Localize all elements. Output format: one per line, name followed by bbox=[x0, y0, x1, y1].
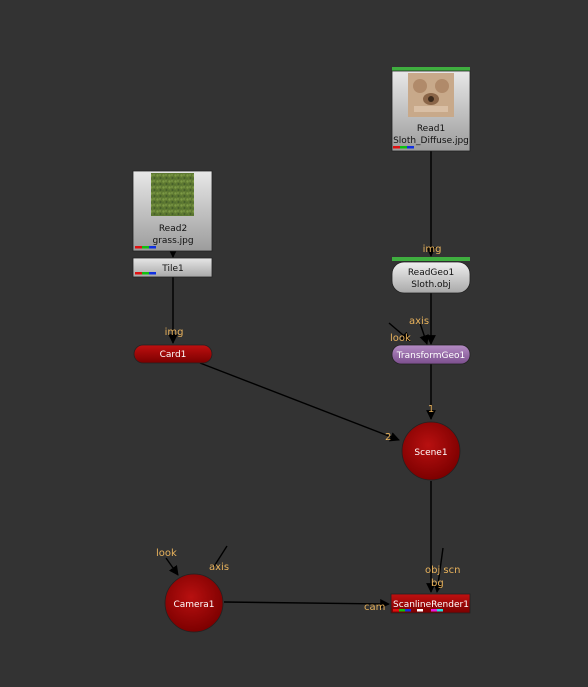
edge-camera-axis-stub[interactable] bbox=[212, 545, 228, 569]
scene1-input2-pin-label: 2 bbox=[385, 432, 391, 443]
camera1-name: Camera1 bbox=[173, 600, 214, 610]
read2-channel-swatches bbox=[135, 246, 156, 249]
read1-status-bar bbox=[392, 67, 470, 71]
camera1-axis-pin-label: axis bbox=[209, 562, 229, 573]
transformgeo1-body bbox=[391, 344, 471, 365]
scanlinerender1-name: ScanlineRender1 bbox=[393, 600, 469, 610]
scene1-node[interactable]: Scene1 bbox=[401, 421, 461, 481]
transformgeo1-node[interactable]: TransformGeo1 bbox=[391, 344, 471, 365]
scene1-input1-pin-label: 1 bbox=[428, 404, 434, 415]
camera1-body bbox=[164, 573, 224, 633]
transformgeo1-axis-pin-label: axis bbox=[409, 316, 429, 327]
readgeo1-body bbox=[391, 261, 471, 294]
card1-body bbox=[133, 344, 213, 364]
transformgeo1-look-pin-label: look bbox=[390, 333, 411, 344]
sloth-texture-thumbnail bbox=[408, 73, 454, 117]
scanlinerender1-node[interactable]: ScanlineRender1 bbox=[390, 593, 471, 614]
read2-node[interactable]: Read2 grass.jpg bbox=[132, 170, 213, 252]
edge-camera-look-stub[interactable] bbox=[165, 557, 179, 576]
read1-file: Sloth_Diffuse.jpg bbox=[393, 136, 469, 146]
grass-texture-thumbnail bbox=[151, 173, 194, 216]
card1-img-pin-label: img bbox=[165, 327, 184, 338]
camera1-node[interactable]: Camera1 bbox=[164, 573, 224, 633]
scanlinerender1-channel-swatches bbox=[393, 609, 443, 612]
edges bbox=[165, 151, 444, 609]
read2-name: Read2 bbox=[159, 224, 187, 234]
edge-transform-axis-stub[interactable] bbox=[419, 322, 429, 345]
scene1-body bbox=[401, 421, 461, 481]
readgeo1-name: ReadGeo1 bbox=[408, 268, 454, 278]
readgeo1-status-bar bbox=[392, 257, 470, 261]
read1-node[interactable]: Read1 Sloth_Diffuse.jpg bbox=[391, 67, 471, 152]
scene1-name: Scene1 bbox=[414, 448, 447, 458]
edge-transform-look-stub[interactable] bbox=[388, 322, 411, 342]
card1-node[interactable]: Card1 bbox=[133, 344, 213, 364]
tile1-channel-swatches bbox=[135, 272, 156, 275]
read1-name: Read1 bbox=[417, 124, 445, 134]
camera1-look-pin-label: look bbox=[156, 548, 177, 559]
readgeo1-file: Sloth.obj bbox=[411, 280, 451, 290]
scanlinerender1-obj-scn-pin-label: obj scn bbox=[425, 565, 460, 576]
tile1-node[interactable]: Tile1 bbox=[132, 257, 213, 278]
scanlinerender1-bg-pin-label: bg bbox=[431, 578, 444, 589]
read1-channel-swatches bbox=[393, 146, 414, 149]
scanlinerender1-body bbox=[390, 593, 471, 614]
read2-file: grass.jpg bbox=[152, 236, 193, 246]
tile1-name: Tile1 bbox=[161, 264, 184, 274]
readgeo1-node[interactable]: ReadGeo1 Sloth.obj bbox=[391, 257, 471, 294]
card1-name: Card1 bbox=[160, 350, 187, 360]
readgeo1-img-pin-label: img bbox=[423, 244, 442, 255]
pin-labels: img img axis look 1 2 look axis obj scn … bbox=[156, 244, 460, 613]
edge-card1-to-scene1[interactable] bbox=[199, 362, 400, 442]
edge-camera1-to-scanlinerender1[interactable] bbox=[223, 598, 390, 609]
edge-render-bg-stub[interactable] bbox=[433, 547, 444, 593]
transformgeo1-name: TransformGeo1 bbox=[396, 351, 466, 361]
scanlinerender1-cam-pin-label: cam bbox=[364, 602, 385, 613]
